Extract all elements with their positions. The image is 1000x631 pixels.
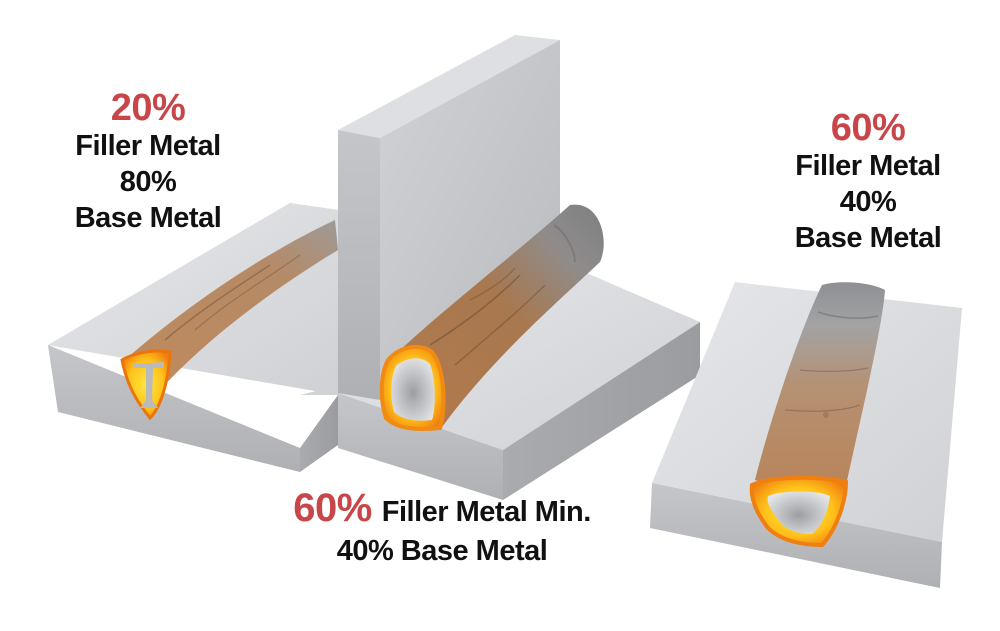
filler-label: Filler Metal Min. <box>381 496 592 528</box>
right-weld-bead <box>749 282 885 548</box>
center-vertical-plate <box>338 35 560 400</box>
base-percent: 40% <box>839 186 897 218</box>
label-right-weld: 60% Filler Metal 40% Base Metal <box>778 108 958 256</box>
filler-label: Filler Metal <box>75 130 221 162</box>
filler-percent: 20% <box>110 87 186 129</box>
base-label: Base Metal <box>794 222 942 254</box>
filler-percent: 60% <box>293 486 372 530</box>
left-plate <box>48 203 338 472</box>
label-left-weld: 20% Filler Metal 80% Base Metal <box>58 88 238 236</box>
filler-percent: 60% <box>830 107 906 149</box>
base-label: 40% Base Metal <box>336 535 548 567</box>
filler-row: 60% Filler Metal Min. <box>292 488 592 530</box>
label-center-weld: 60% Filler Metal Min. 40% Base Metal <box>292 488 592 570</box>
filler-label: Filler Metal <box>795 150 941 182</box>
base-percent: 80% <box>119 166 177 198</box>
left-weld-bead <box>120 220 338 421</box>
center-weld-bead <box>379 204 604 431</box>
base-label: Base Metal <box>74 202 222 234</box>
